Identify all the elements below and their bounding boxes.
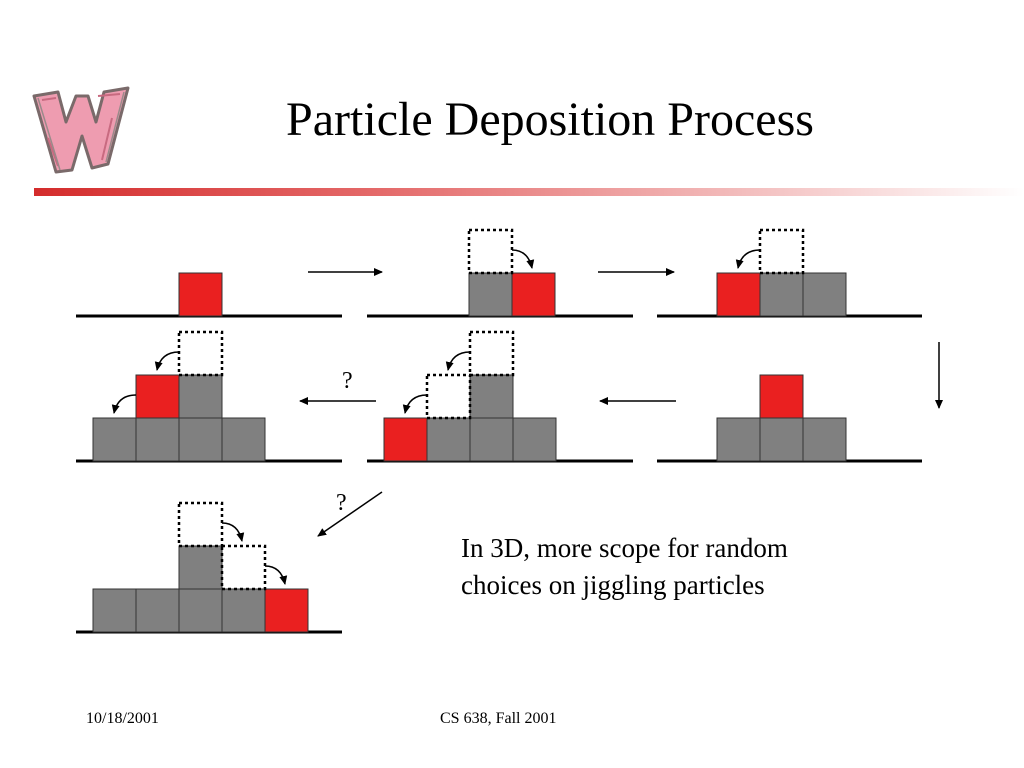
settled-particle — [178, 588, 223, 633]
ghost-position — [425, 373, 472, 420]
settled-particle — [716, 417, 761, 462]
new-particle — [716, 272, 761, 317]
question-mark-label: ? — [342, 368, 353, 394]
settled-particle — [802, 417, 847, 462]
ghost-position — [758, 228, 805, 275]
panel-2 — [367, 228, 633, 318]
jiggle-arrow — [445, 351, 471, 371]
settled-particle — [92, 417, 137, 462]
new-particle — [135, 374, 180, 419]
settled-particle — [178, 545, 223, 590]
settled-particle — [759, 417, 804, 462]
ghost-position — [220, 544, 267, 591]
settled-particle — [469, 374, 514, 419]
footer-date: 10/18/2001 — [86, 710, 159, 727]
settled-particle — [92, 588, 137, 633]
new-particle — [511, 272, 556, 317]
ghost-position — [468, 330, 515, 377]
ghost-position — [467, 228, 514, 275]
panel-6 — [657, 374, 922, 463]
jiggle-arrow — [154, 351, 180, 371]
ghost-position — [177, 501, 224, 548]
caption-line: choices on jiggling particles — [461, 570, 765, 600]
settled-particle — [221, 588, 266, 633]
panel-1 — [76, 272, 342, 318]
jiggle-arrow — [221, 522, 245, 542]
panel-5 — [367, 330, 633, 463]
settled-particle — [135, 588, 180, 633]
settled-particle — [135, 417, 180, 462]
jiggle-arrow — [111, 394, 137, 414]
caption-line: In 3D, more scope for random — [461, 533, 788, 563]
ghost-position — [177, 330, 224, 377]
new-particle — [264, 588, 309, 633]
settled-particle — [759, 272, 804, 317]
title-divider — [34, 188, 1024, 196]
settled-particle — [178, 417, 223, 462]
panel-7 — [76, 501, 342, 634]
panel-3 — [657, 228, 922, 318]
jiggle-arrow — [735, 249, 761, 269]
footer-course: CS 638, Fall 2001 — [440, 710, 557, 727]
jiggle-arrow — [264, 565, 288, 585]
settled-particle — [221, 417, 266, 462]
settled-particle — [469, 417, 514, 462]
new-particle — [759, 374, 804, 419]
wisconsin-w-logo-icon — [32, 86, 130, 174]
settled-particle — [426, 417, 471, 462]
panel-4 — [76, 330, 342, 463]
settled-particle — [512, 417, 557, 462]
slide-title: Particle Deposition Process — [286, 93, 814, 146]
jiggle-arrow — [511, 249, 535, 269]
falling-particle — [178, 272, 223, 317]
settled-particle — [802, 272, 847, 317]
caption: In 3D, more scope for random choices on … — [461, 530, 901, 604]
arrow-diagonal — [317, 491, 383, 537]
settled-particle — [178, 374, 223, 419]
jiggle-arrow — [402, 394, 428, 414]
question-mark-label: ? — [336, 490, 347, 516]
settled-particle — [468, 272, 513, 317]
new-particle — [383, 417, 428, 462]
